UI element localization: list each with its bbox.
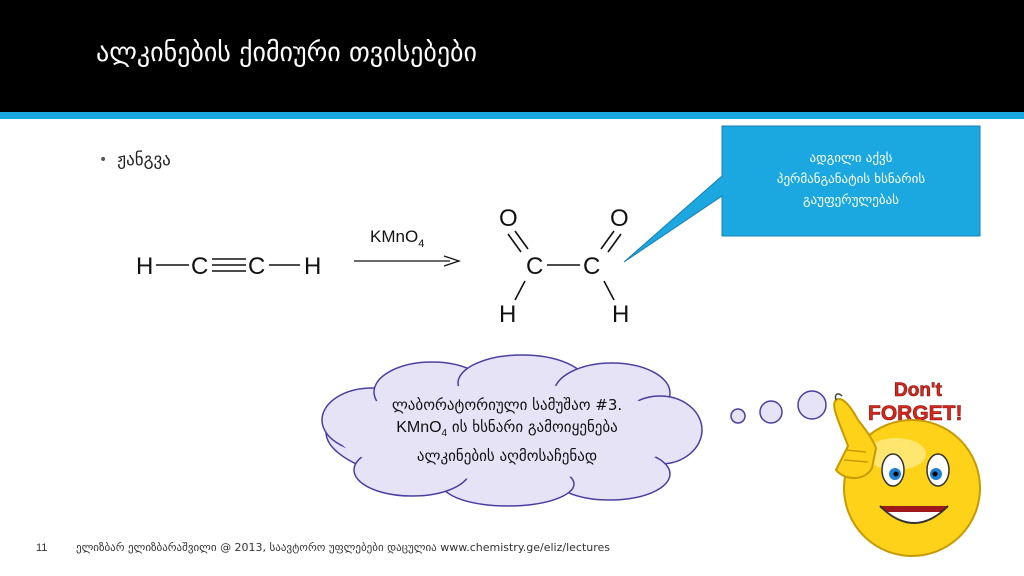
product-c2: C bbox=[583, 253, 600, 280]
dont-forget-sticker: Don't FORGET! bbox=[833, 380, 981, 557]
reactant-h-right: H bbox=[304, 253, 321, 280]
cloud-trail-bubble-1 bbox=[730, 408, 746, 424]
cloud-line-1: ლაბორატორიული სამუშაო #3. bbox=[391, 396, 623, 414]
product-glyoxal: O O C C H H bbox=[499, 205, 629, 328]
reactant-acetylene: H C C H bbox=[136, 253, 321, 280]
bullet-dot-icon: • bbox=[99, 152, 108, 168]
callout-shape bbox=[623, 125, 981, 263]
cloud-line-2: KMnO4 ის ხსნარი გამოიყენება bbox=[348, 416, 666, 445]
bullet-text: ჟანგვა bbox=[117, 150, 171, 170]
bond-double-o2-b bbox=[607, 233, 622, 253]
reaction-arrow-head-icon bbox=[443, 255, 462, 267]
product-h2: H bbox=[612, 301, 629, 328]
cloud-line-2-rest: ის ხსნარი გამოიყენება bbox=[447, 418, 618, 436]
callout-line-3: გაუფერულებას bbox=[803, 193, 899, 208]
smiley-dont-forget-icon bbox=[833, 393, 981, 557]
callout-text: ადგილი აქვს პერმანგანატის ხსნარის გაუფერ… bbox=[722, 148, 980, 211]
reactant-c2: C bbox=[248, 253, 265, 280]
callout-box bbox=[623, 125, 981, 263]
page-number: 11 bbox=[36, 542, 48, 554]
callout-line-2: პერმანგანატის ხსნარის bbox=[776, 172, 926, 187]
bond-c2-h bbox=[603, 280, 615, 301]
sticker-line1: Don't bbox=[894, 380, 942, 401]
bond-double-o1-a bbox=[507, 233, 522, 253]
bullet-item: • ჟანგვა bbox=[99, 150, 171, 170]
reagent-label: KMnO4 bbox=[370, 227, 424, 250]
reactant-h-left: H bbox=[136, 253, 153, 280]
product-c1: C bbox=[526, 253, 543, 280]
header-accent-stripe bbox=[0, 112, 1024, 119]
footer-credit: ელიზბარ ელიზბარაშვილი @ 2013, საავტორო უ… bbox=[76, 541, 611, 554]
thought-cloud bbox=[321, 354, 827, 507]
cloud-trail-bubble-3 bbox=[797, 390, 827, 420]
cloud-line-3: ალკინების აღმოსაჩენად bbox=[416, 447, 598, 466]
product-o2: O bbox=[610, 205, 629, 232]
cloud-fill-cover bbox=[336, 384, 680, 480]
bond-double-o1-b bbox=[514, 230, 529, 250]
callout-line-1: ადგილი აქვს bbox=[809, 151, 893, 166]
sticker-line2: FORGET! bbox=[868, 402, 963, 425]
product-h1: H bbox=[499, 301, 516, 328]
product-o1: O bbox=[499, 205, 518, 232]
reactant-c1: C bbox=[191, 253, 208, 280]
cloud-formula: KMnO4 bbox=[396, 419, 448, 440]
reaction-arrow-group: KMnO4 bbox=[354, 227, 462, 267]
bond-double-o2-a bbox=[600, 230, 615, 250]
slide-title: ალკინების ქიმიური თვისებები bbox=[96, 38, 477, 68]
bond-c1-h bbox=[514, 280, 526, 301]
cloud-trail-bubble-2 bbox=[759, 400, 783, 424]
slide-header bbox=[0, 0, 1024, 112]
cloud-text: ლაბორატორიული სამუშაო #3. KMnO4 ის ხსნარ… bbox=[348, 394, 666, 467]
